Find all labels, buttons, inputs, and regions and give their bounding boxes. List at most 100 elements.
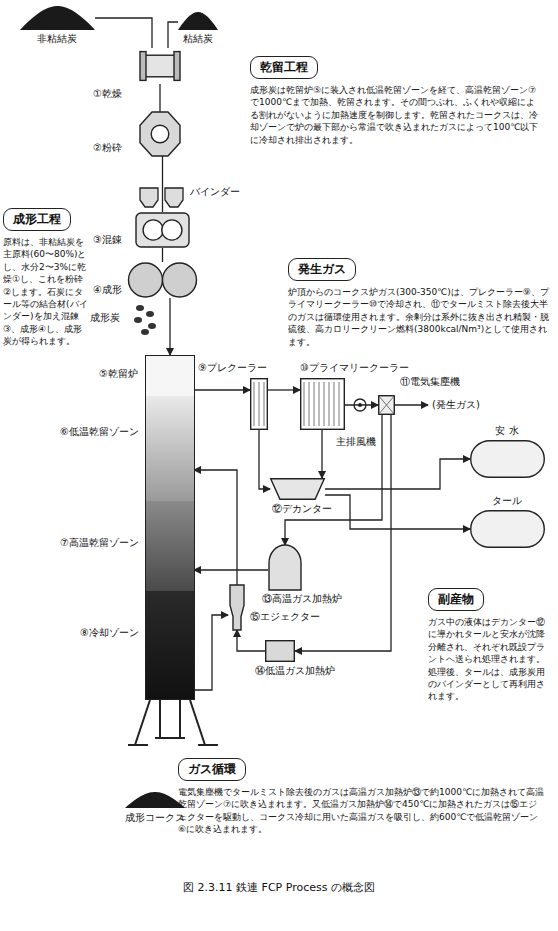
gas-heater: ⑭低温ガス加熱炉 [265,640,295,662]
flow-line [259,430,270,489]
note-body: 炉頂からのコークス炉ガス(300-350℃)は、プレクーラー⑨、プライマリークー… [288,286,550,348]
storage-tank: 安 水 [470,440,545,478]
pre-cooler: ⑨プレクーラー [250,378,268,430]
storage-tank-outline [470,510,545,548]
decanter-outline [270,478,325,500]
flow-line [169,298,170,355]
furnace-zone: ⑥低温乾留ゾーン [146,396,194,501]
note-body: 電気集塵機でタールミスト除去後のガスは高温ガス加熱炉⑬で約1000℃に加熱されて… [178,786,546,836]
flow-line [345,404,378,405]
primary-cooler: ⑩プライマリークーラー [300,378,345,430]
equipment-label: ①乾燥 [93,88,122,100]
process-note: 乾留工程成形炭は乾留炉⑤に装入され低温乾留ゾーンを経て、高温乾留ゾーン⑦で100… [250,56,542,146]
note-heading-row: 成形工程 [3,208,89,231]
dryer-outline [140,48,180,84]
flow-line [194,470,237,585]
coal-pile: 非粘結炭 [20,6,95,30]
crusher-outline [140,112,180,156]
figure-caption: 図 2.3.11 鉄連 FCP Process の概念図 [0,880,558,895]
equipment-label: ②粉砕 [93,142,122,154]
briquetting-press: ④成形 [135,262,190,298]
gas-heater-outline [265,640,295,662]
note-heading-row: ガス循環 [178,758,546,781]
part-label: 主排風機 [336,436,376,448]
process-note: 副産物ガス中の液体はデカンター⑫に導かれタールと安水が沈降分離され、それぞれ既設… [428,588,546,703]
flow-line [162,156,163,212]
binder-hoppers [140,188,183,207]
electrostatic-precipitator: ⑪電気集塵機 [378,395,395,415]
note-heading-row: 発生ガス [288,258,550,281]
equipment-label: ③混錬 [93,234,122,246]
product-gas-line [395,404,428,405]
equipment-label: ⑧冷却ゾーン [80,627,139,639]
crusher: ②粉砕 [140,112,180,156]
furnace-zone: ⑦高温乾留ゾーン [146,501,194,591]
briquetting-press-outline [135,262,190,298]
flow-line [194,569,268,570]
equipment-label: ⑩プライマリークーラー [300,362,409,374]
note-heading: ガス循環 [178,758,246,781]
equipment-label: ⑤乾留炉 [99,368,138,380]
note-body: 原料は、非粘結炭を主原料(60〜80%)とし、水分2〜3%に乾燥①し、これを粉砕… [3,236,89,348]
part-label: バインダー [190,186,240,198]
pre-cooler-outline [250,378,268,430]
ejector-outline [228,585,246,630]
note-heading-row: 副産物 [428,588,546,611]
equipment-label: タール [492,495,522,507]
equipment-label: 安 水 [495,425,518,437]
equipment-label: ④成形 [93,284,122,296]
equipment-label: ⑦高温乾留ゾーン [60,537,139,549]
process-note: 発生ガス炉頂からのコークス炉ガス(300-350℃)は、プレクーラー⑨、プライマ… [288,258,550,348]
coal-pile-outline [178,12,218,30]
flow-line [195,389,250,390]
equipment-label: ⑬高温ガス加熱炉 [262,593,342,605]
equipment-label: ⑥低温乾留ゾーン [60,426,139,438]
equipment-label: ⑨プレクーラー [198,362,267,374]
equipment-label: 非粘結炭 [37,33,77,45]
flow-line [168,22,178,48]
coke-pile-outline [125,792,185,808]
note-heading-row: 乾留工程 [250,56,542,79]
equipment-label: 成形コークス [125,812,185,824]
equipment-label: 粘結炭 [183,33,213,45]
gas-heater: ⑬高温ガス加熱炉 [268,545,302,590]
coal-pile: 粘結炭 [178,12,218,30]
note-heading: 副産物 [428,588,484,611]
equipment-label: ⑫デカンター [272,503,332,515]
flow-line [237,630,265,651]
note-heading: 乾留工程 [250,56,318,79]
furnace-zone: ⑧冷却ゾーン [146,591,194,699]
kneader: ③混錬 [135,212,190,248]
note-heading: 成形工程 [3,208,71,231]
decanter: ⑫デカンター [270,478,325,500]
coke-pile: 成形コークス [125,792,185,808]
equipment-label: ⑪電気集塵機 [400,376,460,388]
flow-line [194,615,228,690]
storage-tank: タール [470,510,545,548]
flow-line [162,248,163,262]
flow-line [268,389,300,390]
carbonization-furnace: ⑤乾留炉⑥低温乾留ゾーン⑦高温乾留ゾーン⑧冷却ゾーン [145,355,195,700]
flow-line [321,430,322,478]
dryer: ①乾燥 [140,48,180,84]
furnace-legs [128,700,218,745]
flow-line [325,495,470,529]
part-label: 成形炭 [90,312,120,324]
part-label: (発生ガス) [432,399,480,411]
gas-heater-outline [268,545,302,590]
electrostatic-precipitator-outline [378,395,395,415]
note-body: ガス中の液体はデカンター⑫に導かれタールと安水が沈降分離され、それぞれ既設プラン… [428,616,546,703]
formed-coal-pieces [134,305,156,335]
process-note: 成形工程原料は、非粘結炭を主原料(60〜80%)とし、水分2〜3%に乾燥①し、こ… [3,208,89,348]
equipment-label: ⑭低温ガス加熱炉 [255,665,335,677]
flow-line [325,459,470,489]
storage-tank-outline [470,440,545,478]
process-note: ガス循環電気集塵機でタールミスト除去後のガスは高温ガス加熱炉⑬で約1000℃に加… [178,758,546,836]
note-heading: 発生ガス [288,258,356,281]
note-body: 成形炭は乾留炉⑤に装入され低温乾留ゾーンを経て、高温乾留ゾーン⑦で1000℃まで… [250,84,542,146]
flow-line [159,84,160,112]
equipment-label: ⑮エジェクター [250,611,320,623]
kneader-outline [135,212,190,248]
flow-line [95,18,152,48]
